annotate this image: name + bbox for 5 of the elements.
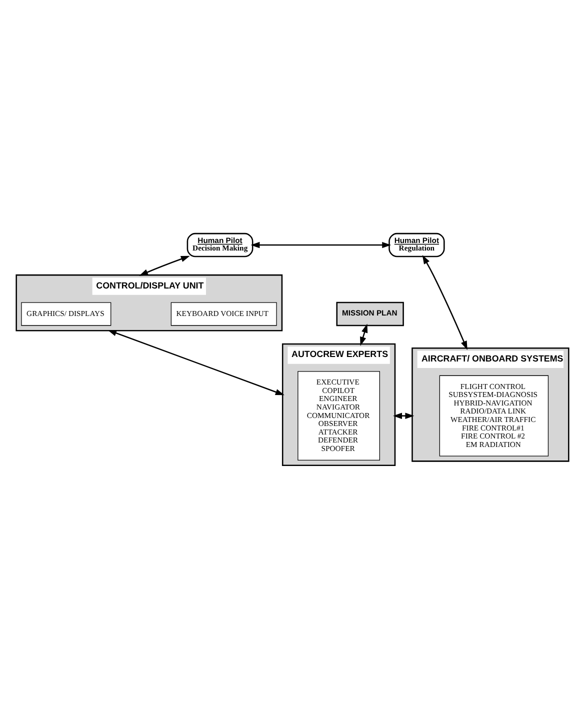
arrow — [422, 255, 468, 350]
arrow — [108, 330, 284, 396]
arrow — [393, 412, 414, 419]
arrow — [139, 256, 190, 276]
arrow — [250, 242, 392, 248]
